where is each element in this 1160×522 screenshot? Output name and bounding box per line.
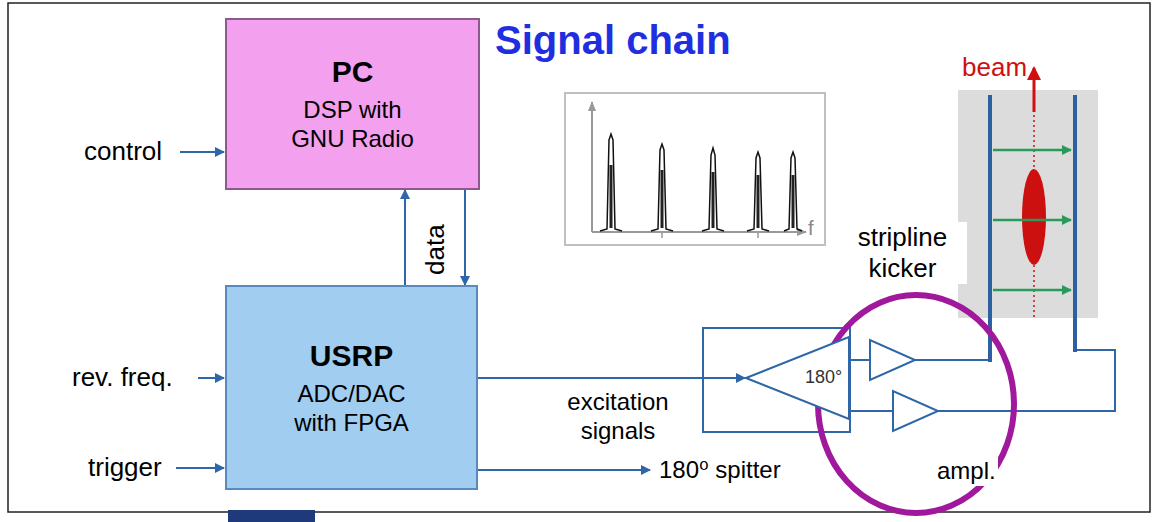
component-label: ampl. bbox=[935, 457, 998, 486]
component-label: 180⁰ spitter bbox=[657, 456, 783, 485]
beam-label: beam bbox=[962, 52, 1027, 83]
amplifier-symbol bbox=[893, 391, 938, 431]
splitter-triangle: 180° bbox=[745, 336, 850, 420]
diagram-title: Signal chain bbox=[495, 16, 731, 64]
input-arrow bbox=[176, 467, 224, 469]
input-arrow bbox=[198, 377, 224, 379]
connector-arrow bbox=[478, 377, 745, 379]
node-title: PC bbox=[332, 54, 374, 90]
page-frame bbox=[8, 3, 1150, 512]
footer-bar bbox=[228, 510, 315, 522]
signal-label: rev. freq. bbox=[72, 362, 173, 393]
splitter-housing bbox=[703, 328, 850, 432]
node-text: DSP with GNU Radio bbox=[288, 96, 418, 154]
signal-label: trigger bbox=[88, 452, 162, 483]
output-arrow bbox=[478, 469, 650, 471]
signal-label: data bbox=[419, 225, 450, 276]
connector-arrow bbox=[464, 190, 466, 285]
node-text: ADC/DAC with FPGA bbox=[287, 380, 417, 438]
process-box: PC DSP with GNU Radio bbox=[225, 18, 480, 190]
node-title: 180° bbox=[805, 367, 842, 389]
axis-label: f bbox=[808, 216, 814, 240]
connector-arrow bbox=[404, 190, 406, 285]
signal-label: excitation signals bbox=[553, 388, 683, 446]
node-title: USRP bbox=[310, 338, 393, 374]
amplifier-symbol bbox=[870, 340, 915, 380]
device-box: USRP ADC/DAC with FPGA bbox=[225, 285, 478, 490]
component-label: stripline kicker bbox=[838, 222, 967, 284]
spectrum-inset bbox=[565, 93, 825, 245]
input-arrow bbox=[180, 151, 224, 153]
signal-label: control bbox=[84, 136, 162, 167]
